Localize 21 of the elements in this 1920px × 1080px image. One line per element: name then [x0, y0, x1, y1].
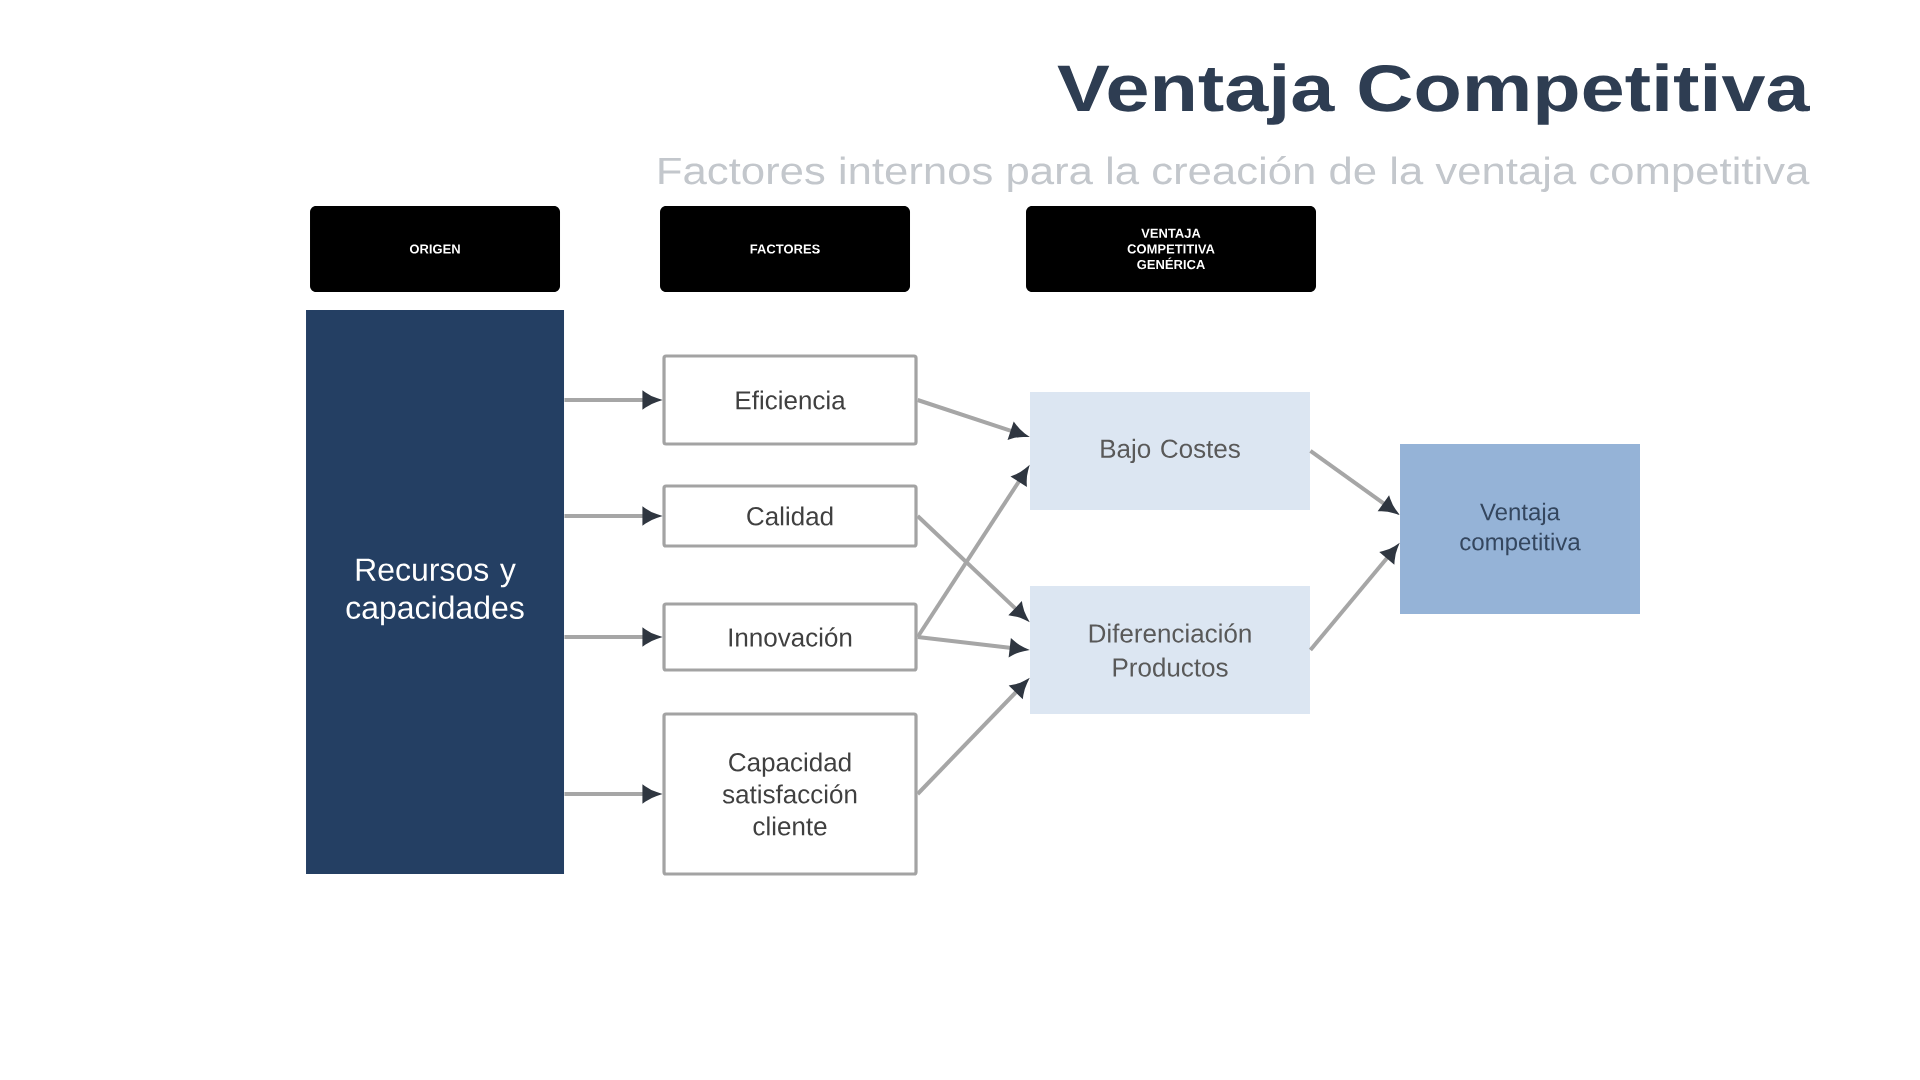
arrow: [564, 392, 659, 408]
arrow: [564, 629, 659, 645]
arrow: [916, 680, 1028, 796]
arrow: [1309, 449, 1397, 514]
arrow: [916, 514, 1027, 620]
arrow: [564, 508, 659, 524]
arrow: [1308, 545, 1398, 652]
arrow: [917, 635, 1026, 656]
factor-box: Capacidad satisfacción cliente: [662, 712, 918, 876]
factor-box: Calidad: [662, 484, 918, 548]
factor-box: Innovación: [662, 602, 918, 672]
origin-box: Recursos y capacidades: [306, 310, 564, 874]
title: Ventaja Competitiva: [1057, 63, 1811, 125]
arrow: [915, 468, 1029, 639]
arrow: [917, 398, 1026, 439]
factor-box: Eficiencia: [662, 354, 918, 446]
subtitle: Factores internos para la creación de la ventaja competitiva: [659, 156, 1810, 192]
result-box: Ventaja competitiva: [1400, 444, 1640, 614]
strategy-box: Diferenciación Productos: [1030, 586, 1310, 714]
arrow: [564, 786, 659, 802]
strategy-box: Bajo Costes: [1030, 392, 1310, 510]
